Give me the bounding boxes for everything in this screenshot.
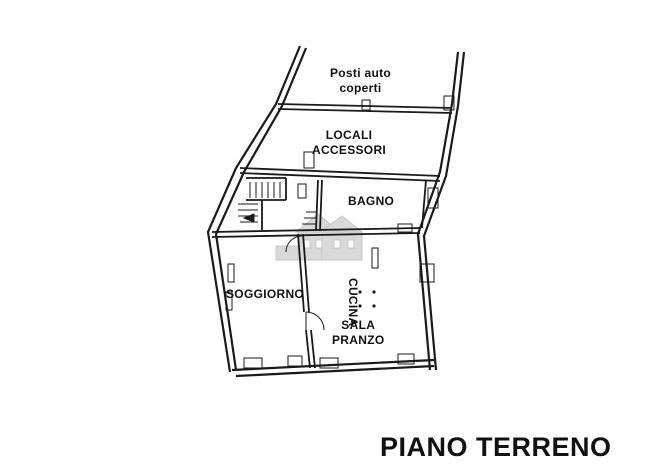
outer-walls bbox=[206, 45, 466, 378]
label-bagno: BAGNO bbox=[348, 194, 395, 208]
label-sala-line1: SALA bbox=[341, 318, 376, 332]
label-locali-line2: ACCESSORI bbox=[312, 143, 387, 157]
label-locali-accessori: LOCALI ACCESSORI bbox=[312, 128, 386, 158]
label-posti-auto-line2: coperti bbox=[339, 81, 382, 95]
label-sala-pranzo: SALA PRANZO bbox=[332, 318, 384, 348]
watermark-house-logo-icon bbox=[275, 213, 364, 261]
interior-walls bbox=[211, 103, 453, 369]
label-sala-line2: PRANZO bbox=[332, 333, 385, 347]
windows-and-doors bbox=[225, 95, 455, 369]
table-marker bbox=[358, 290, 376, 308]
label-posti-auto: Posti auto coperti bbox=[330, 66, 391, 96]
stair-icon bbox=[238, 182, 316, 225]
floor-title: PIANO TERRENO bbox=[380, 432, 612, 462]
label-soggiorno: SOGGIORNO bbox=[226, 287, 305, 301]
label-posti-auto-line1: Posti auto bbox=[330, 66, 392, 80]
label-locali-line1: LOCALI bbox=[325, 128, 373, 142]
